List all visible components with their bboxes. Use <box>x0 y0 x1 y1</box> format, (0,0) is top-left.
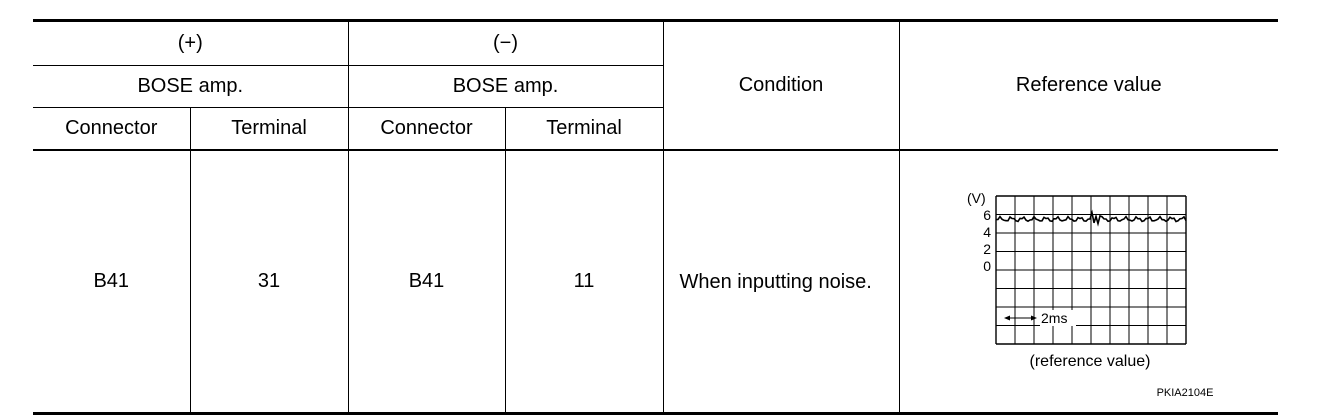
minus-terminal-header: Terminal <box>504 107 664 151</box>
reference-value-cell: (V) 6 4 2 0 2ms (reference value) PKIA21… <box>898 149 1278 414</box>
time-scale-arrow-right <box>1030 315 1037 321</box>
condition-header: Condition <box>662 20 900 151</box>
unit-label: (V) <box>967 190 986 206</box>
time-scale-label: 2ms <box>1041 310 1067 326</box>
condition-value: When inputting noise. <box>662 149 900 414</box>
plus-terminal-value: 31 <box>189 149 349 414</box>
waveform-caption: (reference value) <box>1029 353 1150 370</box>
reference-value-header: Reference value <box>898 20 1278 151</box>
figure-code: PKIA2104E <box>1156 387 1213 399</box>
time-scale-arrow-left <box>1003 315 1010 321</box>
plus-connector-value: B41 <box>33 149 191 414</box>
oscilloscope-figure: (V) 6 4 2 0 2ms (reference value) PKIA21… <box>900 151 1278 412</box>
minus-unit-header: BOSE amp. <box>347 65 664 108</box>
plus-unit-header: BOSE amp. <box>33 65 349 108</box>
oscilloscope-svg: (V) 6 4 2 0 2ms (reference value) PKIA21… <box>967 190 1213 399</box>
y-tick-0: 0 <box>983 258 991 274</box>
time-label-bg <box>1039 310 1076 326</box>
y-tick-6: 6 <box>983 207 991 223</box>
minus-header: (−) <box>347 20 664 66</box>
y-tick-4: 4 <box>983 224 991 240</box>
plus-terminal-header: Terminal <box>189 107 349 151</box>
plus-connector-header: Connector <box>33 107 191 151</box>
minus-terminal-value: 11 <box>504 149 664 414</box>
plus-header: (+) <box>33 20 349 66</box>
minus-connector-value: B41 <box>347 149 506 414</box>
signal-trace <box>995 209 1187 227</box>
reference-value-table: (+) (−) Condition Reference value BOSE a… <box>33 19 1278 415</box>
y-tick-2: 2 <box>983 241 991 257</box>
minus-connector-header: Connector <box>347 107 506 151</box>
